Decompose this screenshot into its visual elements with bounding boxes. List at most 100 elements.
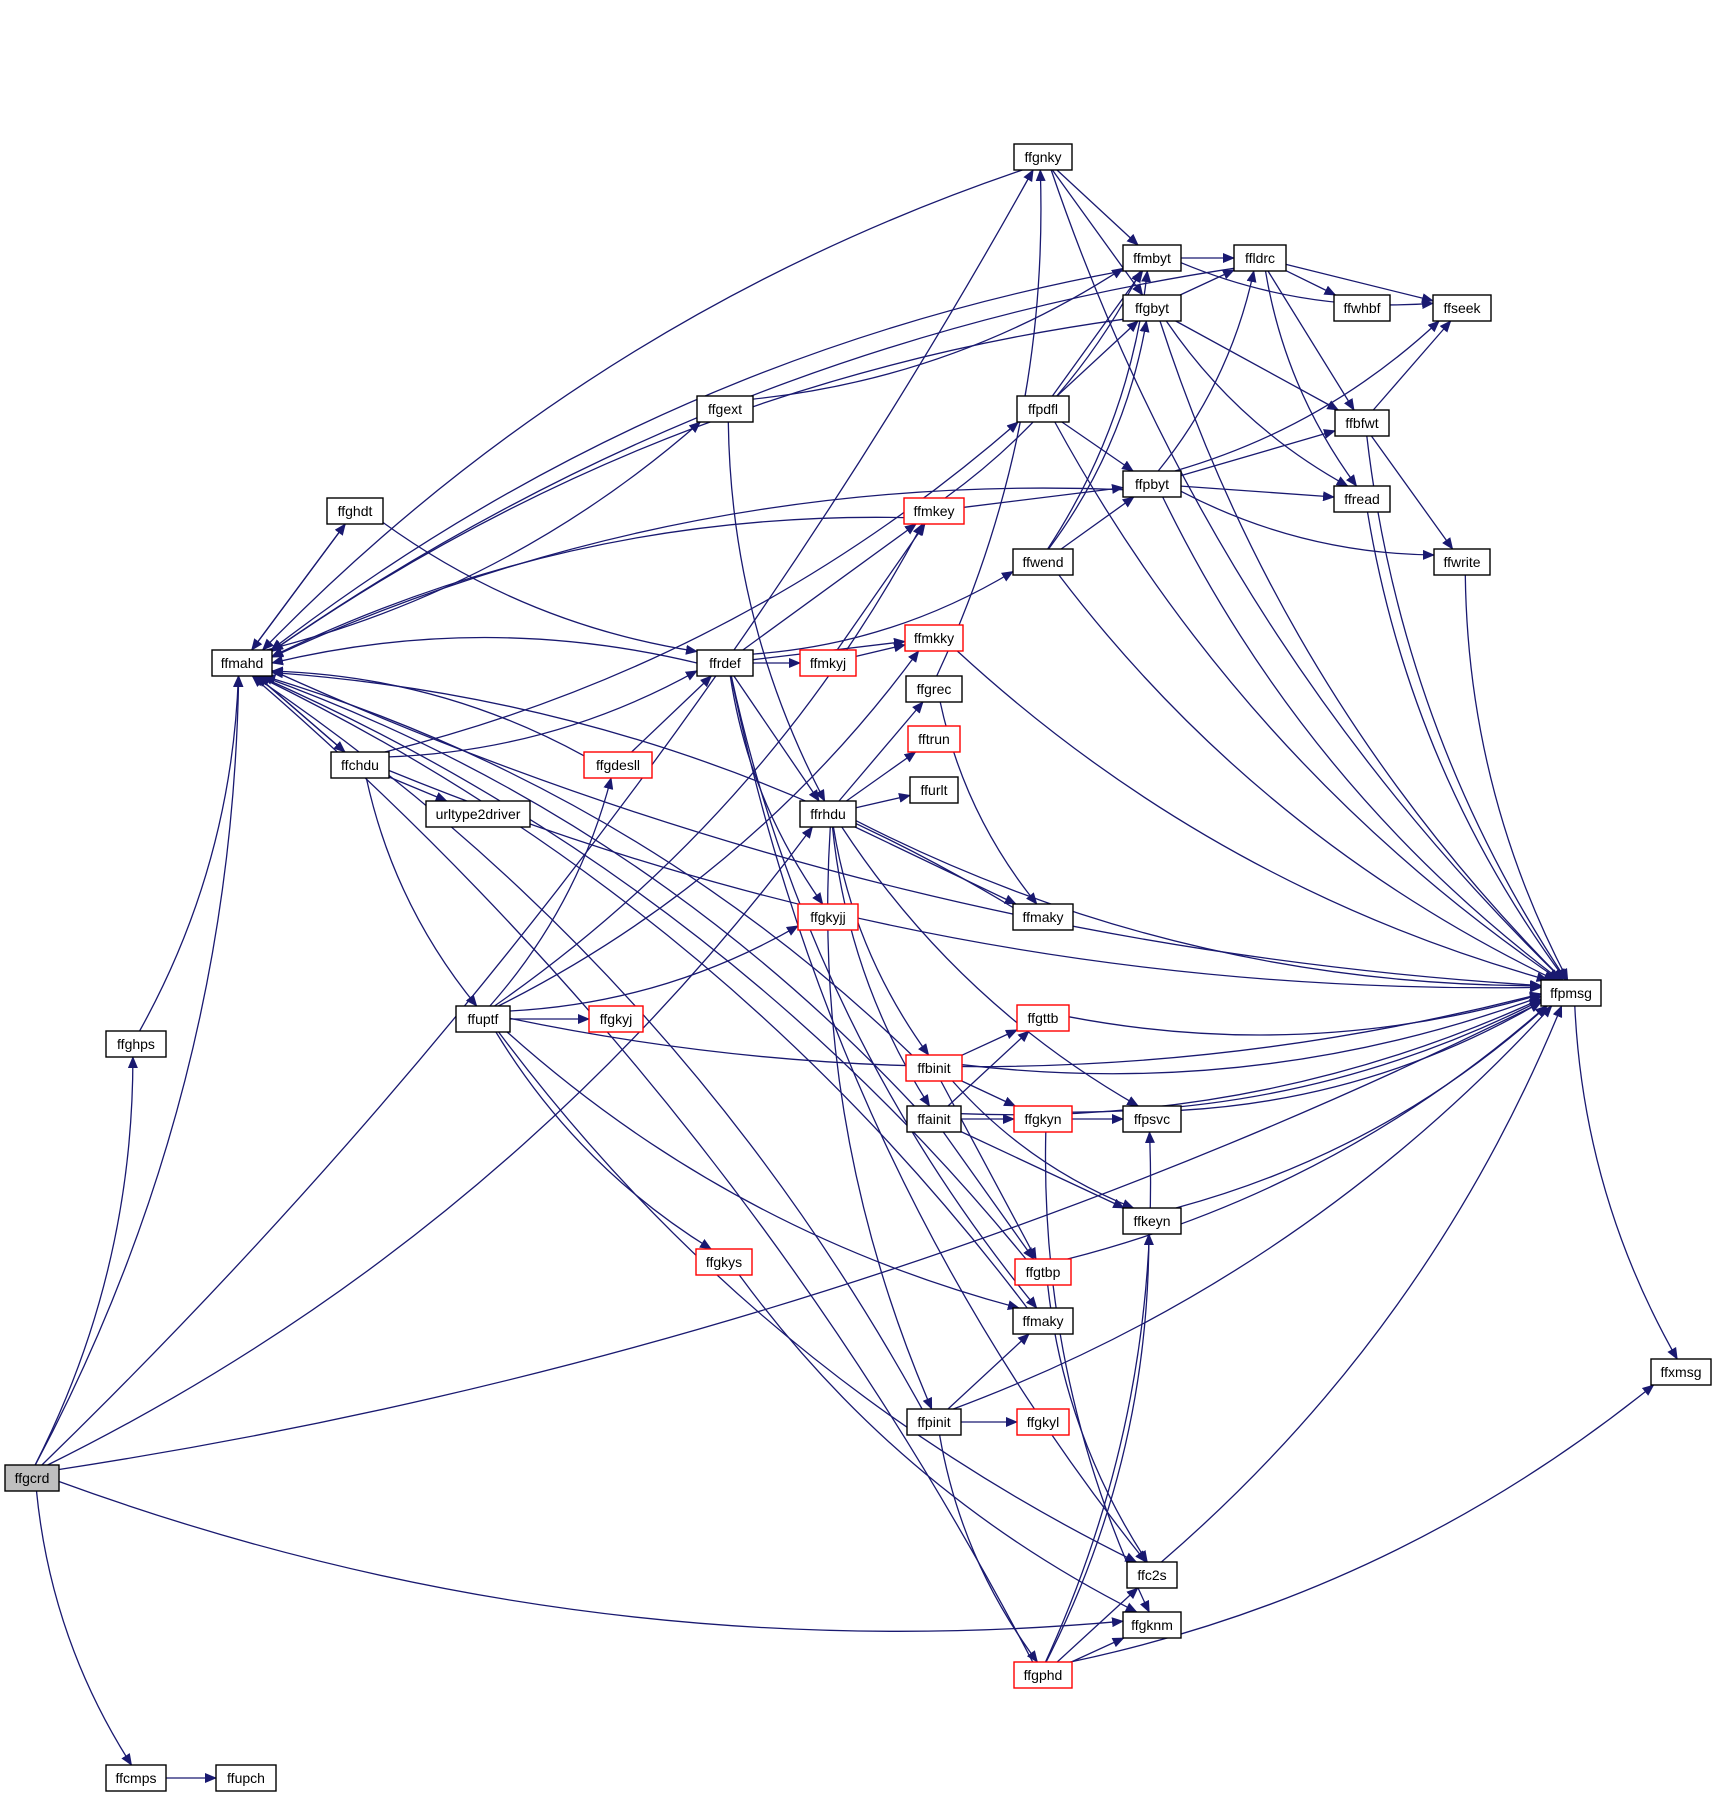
edge-ffuptf-to-ffmaky_bot bbox=[506, 1031, 1020, 1311]
node-box bbox=[1122, 244, 1182, 272]
node-ffmkky[interactable]: ffmkky bbox=[904, 624, 964, 652]
node-box bbox=[1122, 1611, 1182, 1639]
node-ffldrc[interactable]: ffldrc bbox=[1233, 244, 1287, 272]
node-ffbinit[interactable]: ffbinit bbox=[905, 1054, 963, 1082]
node-ffwend[interactable]: ffwend bbox=[1012, 548, 1074, 576]
edge-ffpbyt-to-ffmahd bbox=[271, 487, 1124, 658]
edge-ffgphd-to-ffc2s bbox=[1056, 1587, 1139, 1663]
edge-ffbinit-to-ffgkyn bbox=[961, 1080, 1017, 1107]
edge-ffainit-to-ffgtbp bbox=[942, 1131, 1035, 1260]
node-ffrdef[interactable]: ffrdef bbox=[696, 649, 754, 677]
node-ffurlt[interactable]: ffurlt bbox=[909, 776, 959, 804]
edge-ffgcrd-to-ffpmsg bbox=[58, 1001, 1542, 1471]
node-ffgrec[interactable]: ffgrec bbox=[905, 675, 963, 703]
node-ffgext[interactable]: ffgext bbox=[696, 395, 754, 423]
node-ffmbyt[interactable]: ffmbyt bbox=[1122, 244, 1182, 272]
node-ffchdu[interactable]: ffchdu bbox=[330, 751, 390, 779]
node-ffmkyj[interactable]: ffmkyj bbox=[799, 649, 857, 677]
node-fftrun[interactable]: fftrun bbox=[907, 725, 961, 753]
edge-ffwend-to-ffpmsg bbox=[1058, 574, 1557, 981]
node-ffpsvc[interactable]: ffpsvc bbox=[1122, 1105, 1182, 1133]
node-ffgnky[interactable]: ffgnky bbox=[1013, 143, 1073, 171]
node-ffread[interactable]: ffread bbox=[1333, 485, 1391, 513]
edge-ffldrc-to-ffread bbox=[1264, 270, 1358, 487]
node-label: ffwrite bbox=[1443, 554, 1480, 570]
node-label: ffgkyn bbox=[1024, 1111, 1061, 1127]
edge-ffuptf-to-ffmkky bbox=[498, 650, 920, 1007]
node-ffc2s[interactable]: ffc2s bbox=[1126, 1561, 1178, 1589]
node-box bbox=[905, 1054, 963, 1082]
node-box bbox=[907, 725, 961, 753]
edge-ffgcrd-to-ffcmps bbox=[35, 1490, 133, 1766]
edge-ffgtbp-to-ffmahd bbox=[258, 675, 1027, 1260]
edge-ffmbyt-to-ffseek bbox=[1180, 262, 1434, 310]
node-ffwhbf[interactable]: ffwhbf bbox=[1333, 294, 1391, 322]
node-ffpmsg[interactable]: ffpmsg bbox=[1540, 979, 1602, 1007]
edge-ffuptf-to-ffpmsg bbox=[509, 991, 1542, 1068]
node-label: ffgknm bbox=[1131, 1617, 1173, 1633]
node-label: ffgext bbox=[708, 401, 742, 417]
edge-ffc2s-to-ffpmsg bbox=[1160, 1005, 1563, 1563]
node-ffkeyn[interactable]: ffkeyn bbox=[1122, 1207, 1182, 1235]
edge-ffmkyj-to-ffmkey bbox=[836, 523, 926, 651]
node-ffgknm[interactable]: ffgknm bbox=[1122, 1611, 1182, 1639]
node-box bbox=[1122, 470, 1182, 498]
node-ffpbyt[interactable]: ffpbyt bbox=[1122, 470, 1182, 498]
edge-ffgbyt-to-ffmahd bbox=[271, 318, 1124, 652]
node-ffrhdu[interactable]: ffrhdu bbox=[799, 800, 857, 828]
node-ffgcrd[interactable]: ffgcrd bbox=[4, 1464, 60, 1492]
node-ffgbyt[interactable]: ffgbyt bbox=[1122, 294, 1182, 322]
node-label: ffxmsg bbox=[1661, 1364, 1702, 1380]
node-label: ffmaky bbox=[1023, 909, 1064, 925]
node-label: ffbfwt bbox=[1345, 415, 1378, 431]
node-ffgkyl[interactable]: ffgkyl bbox=[1016, 1408, 1070, 1436]
edge-ffpbyt-to-ffseek bbox=[1174, 320, 1440, 472]
node-ffbfwt[interactable]: ffbfwt bbox=[1334, 409, 1390, 437]
node-ffmaky_top[interactable]: ffmaky bbox=[1012, 903, 1074, 931]
node-box bbox=[1122, 294, 1182, 322]
node-ffwrite[interactable]: ffwrite bbox=[1433, 548, 1491, 576]
node-label: ffgkyl bbox=[1027, 1414, 1059, 1430]
node-ffuptf[interactable]: ffuptf bbox=[455, 1005, 511, 1033]
node-ffmkey[interactable]: ffmkey bbox=[903, 497, 965, 525]
edge-ffgkys-to-ffgknm bbox=[738, 1274, 1138, 1613]
node-ffgkyjj[interactable]: ffgkyjj bbox=[797, 903, 859, 931]
node-ffghdt[interactable]: ffghdt bbox=[326, 497, 384, 525]
node-ffcmps[interactable]: ffcmps bbox=[105, 1764, 167, 1792]
edge-ffrhdu-to-ffgrec bbox=[838, 701, 924, 802]
node-ffseek[interactable]: ffseek bbox=[1432, 294, 1492, 322]
node-ffmahd[interactable]: ffmahd bbox=[211, 649, 273, 677]
node-label: ffseek bbox=[1443, 300, 1481, 316]
edge-ffgnky-to-ffmbyt bbox=[1056, 169, 1139, 246]
node-box bbox=[696, 649, 754, 677]
node-box bbox=[330, 751, 390, 779]
node-urltype2driver[interactable]: urltype2driver bbox=[425, 800, 531, 828]
node-ffgtbp[interactable]: ffgtbp bbox=[1014, 1258, 1072, 1286]
edge-ffldrc-to-ffseek bbox=[1285, 263, 1434, 304]
edge-ffbfwt-to-ffseek bbox=[1372, 320, 1452, 411]
node-ffgkyn[interactable]: ffgkyn bbox=[1013, 1105, 1073, 1133]
node-label: ffgrec bbox=[917, 681, 952, 697]
node-ffpinit[interactable]: ffpinit bbox=[906, 1408, 962, 1436]
node-label: ffgtbp bbox=[1026, 1264, 1061, 1280]
edge-ffmkey-to-ffmahd bbox=[271, 516, 905, 657]
node-box bbox=[1016, 395, 1070, 423]
node-ffmaky_bot[interactable]: ffmaky bbox=[1012, 1307, 1074, 1335]
edge-ffuptf-to-ffgkys bbox=[495, 1031, 712, 1250]
node-box bbox=[1433, 548, 1491, 576]
node-ffgkyj[interactable]: ffgkyj bbox=[588, 1005, 644, 1033]
node-ffpdfl[interactable]: ffpdfl bbox=[1016, 395, 1070, 423]
edge-ffbinit-to-ffgttb bbox=[961, 1029, 1018, 1056]
edge-ffghdt-to-ffmahd bbox=[251, 523, 346, 651]
node-ffainit[interactable]: ffainit bbox=[906, 1105, 962, 1133]
node-ffupch[interactable]: ffupch bbox=[215, 1764, 277, 1792]
node-ffxmsg[interactable]: ffxmsg bbox=[1650, 1358, 1712, 1386]
node-ffghps[interactable]: ffghps bbox=[105, 1030, 167, 1058]
node-box bbox=[1016, 1004, 1070, 1032]
node-ffgphd[interactable]: ffgphd bbox=[1013, 1661, 1073, 1689]
node-label: ffpbyt bbox=[1135, 476, 1169, 492]
node-ffgttb[interactable]: ffgttb bbox=[1016, 1004, 1070, 1032]
node-ffgkys[interactable]: ffgkys bbox=[695, 1248, 753, 1276]
node-ffgdesll[interactable]: ffgdesll bbox=[583, 751, 653, 779]
edge-ffmbyt-to-ffmahd bbox=[270, 270, 1124, 651]
